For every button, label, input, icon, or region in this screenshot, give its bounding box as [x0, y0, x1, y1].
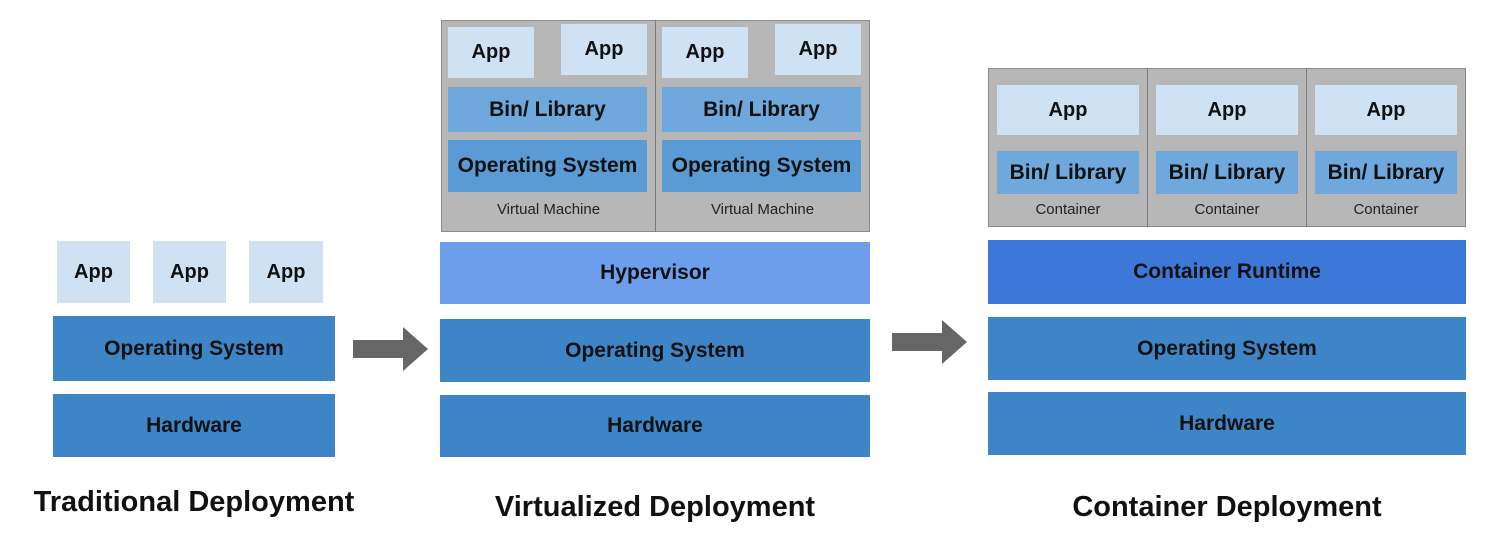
container1-label: Container — [1035, 201, 1101, 218]
vm1-operating-system: Operating System — [448, 140, 647, 192]
container-hardware: Hardware — [988, 392, 1466, 455]
vm1-bin-library: Bin/ Library — [448, 87, 647, 132]
container-divider-2 — [1306, 68, 1307, 227]
container3-bin-library: Bin/ Library — [1315, 151, 1457, 194]
container2-label: Container — [1194, 201, 1260, 218]
vm1-app-1: App — [448, 27, 534, 78]
traditional-operating-system: Operating System — [53, 316, 335, 381]
container3-app: App — [1315, 85, 1457, 135]
vm1-app-2: App — [561, 24, 647, 75]
traditional-app-3: App — [249, 241, 323, 303]
vm2-bin-library: Bin/ Library — [662, 87, 861, 132]
container2-app: App — [1156, 85, 1298, 135]
virtualized-caption: Virtualized Deployment — [494, 491, 816, 523]
container1-app: App — [997, 85, 1139, 135]
container-divider-1 — [1147, 68, 1148, 227]
container2-bin-library: Bin/ Library — [1156, 151, 1298, 194]
container3-label: Container — [1353, 201, 1419, 218]
vm2-operating-system: Operating System — [662, 140, 861, 192]
traditional-app-2: App — [153, 241, 226, 303]
container-caption: Container Deployment — [1072, 491, 1382, 523]
traditional-hardware: Hardware — [53, 394, 335, 457]
traditional-caption: Traditional Deployment — [33, 486, 355, 518]
hypervisor: Hypervisor — [440, 242, 870, 304]
right-arrow-icon — [353, 327, 428, 371]
right-arrow-icon — [892, 320, 967, 364]
container-runtime: Container Runtime — [988, 240, 1466, 304]
vm1-label: Virtual Machine — [496, 201, 601, 218]
vm2-app-2: App — [775, 24, 861, 75]
virtualized-hardware: Hardware — [440, 395, 870, 457]
virtualized-operating-system: Operating System — [440, 319, 870, 382]
virtual-machine-divider — [655, 20, 656, 232]
traditional-app-1: App — [57, 241, 130, 303]
container-operating-system: Operating System — [988, 317, 1466, 380]
vm2-app-1: App — [662, 27, 748, 78]
container1-bin-library: Bin/ Library — [997, 151, 1139, 194]
vm2-label: Virtual Machine — [710, 201, 815, 218]
